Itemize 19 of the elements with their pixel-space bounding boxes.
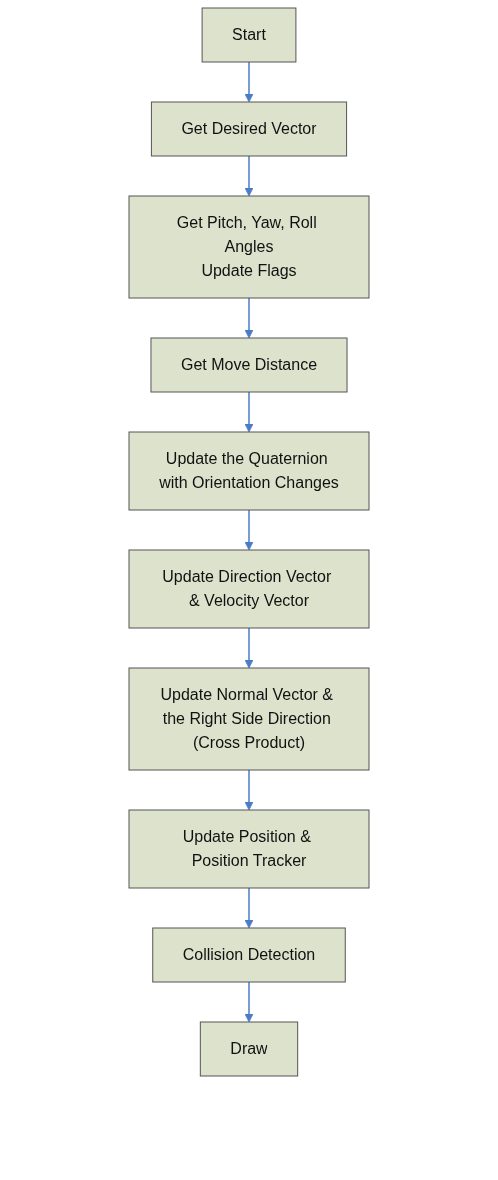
node-box: Get Move Distance (150, 337, 348, 393)
arrow (244, 627, 254, 669)
arrow (244, 391, 254, 433)
arrow (244, 769, 254, 811)
node-box: Start (201, 7, 297, 63)
node-box: Update Direction Vector & Velocity Vector (128, 549, 370, 629)
arrow (244, 981, 254, 1023)
arrow (244, 61, 254, 103)
node-box: Update the Quaternion with Orientation Changes (128, 431, 370, 511)
node-box: Collision Detection (152, 927, 346, 983)
arrow (244, 887, 254, 929)
node-box: Get Desired Vector (150, 101, 348, 157)
arrow (244, 297, 254, 339)
arrow (244, 509, 254, 551)
arrow (244, 155, 254, 197)
node-box: Get Pitch, Yaw, Roll Angles Update Flags (128, 195, 370, 299)
node-box: Update Position & Position Tracker (128, 809, 370, 889)
node-box: Update Normal Vector & the Right Side Direction (Cross Product) (128, 667, 370, 771)
node-box: Draw (199, 1021, 299, 1077)
